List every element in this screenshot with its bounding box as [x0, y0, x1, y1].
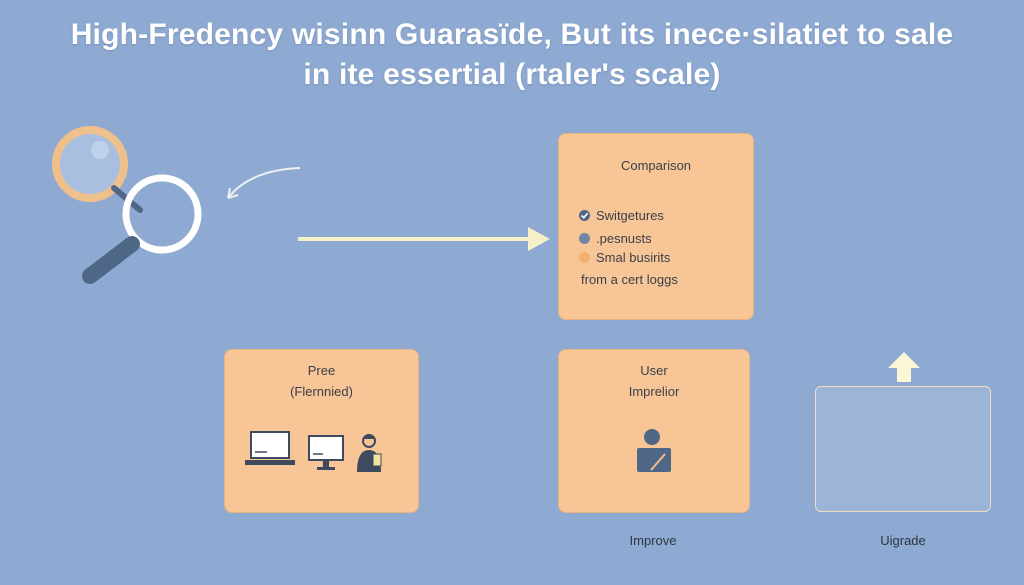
check-circle-icon — [579, 210, 590, 221]
comparison-heading: Comparison — [620, 158, 692, 173]
list-item-label: .pesnusts — [596, 231, 652, 246]
orange-dot-icon — [579, 252, 590, 263]
gray-dot-icon — [579, 233, 590, 244]
pree-subtitle: (Flernnied) — [290, 384, 353, 399]
arrow-up-icon — [888, 352, 920, 382]
laptop-icon — [245, 431, 295, 465]
magnifier-illustration-icon — [52, 126, 301, 284]
arrow-right-icon — [298, 227, 550, 251]
pree-title: Pree — [307, 363, 336, 378]
comparison-card: Comparison Switgetures .pesnusts Smal bu… — [558, 133, 754, 320]
list-item: Switgetures — [579, 208, 664, 223]
list-item: .pesnusts — [579, 231, 652, 246]
user-icon — [637, 429, 671, 472]
caption-upgrade: Uigrade — [880, 533, 926, 548]
title-line-2: in ite essertial (rtaler's scale) — [303, 58, 721, 91]
comparison-footer: from a cert loggs — [581, 272, 678, 287]
title-line-1: High-Fredency wisinn Guarasïde, But its … — [70, 18, 954, 51]
user-card: User Imprelior — [558, 349, 750, 513]
list-item-label: Switgetures — [596, 208, 664, 223]
person-phone-icon — [357, 434, 382, 472]
caption-improve: Improve — [629, 533, 677, 548]
user-subtitle: Imprelior — [628, 384, 680, 399]
upgrade-panel — [815, 386, 991, 512]
user-title: User — [640, 363, 668, 378]
desktop-monitor-icon — [308, 435, 344, 470]
list-item: Smal busirits — [579, 250, 670, 265]
list-item-label: Smal busirits — [596, 250, 671, 265]
pree-card: Pree (Flernnied) — [224, 349, 419, 513]
